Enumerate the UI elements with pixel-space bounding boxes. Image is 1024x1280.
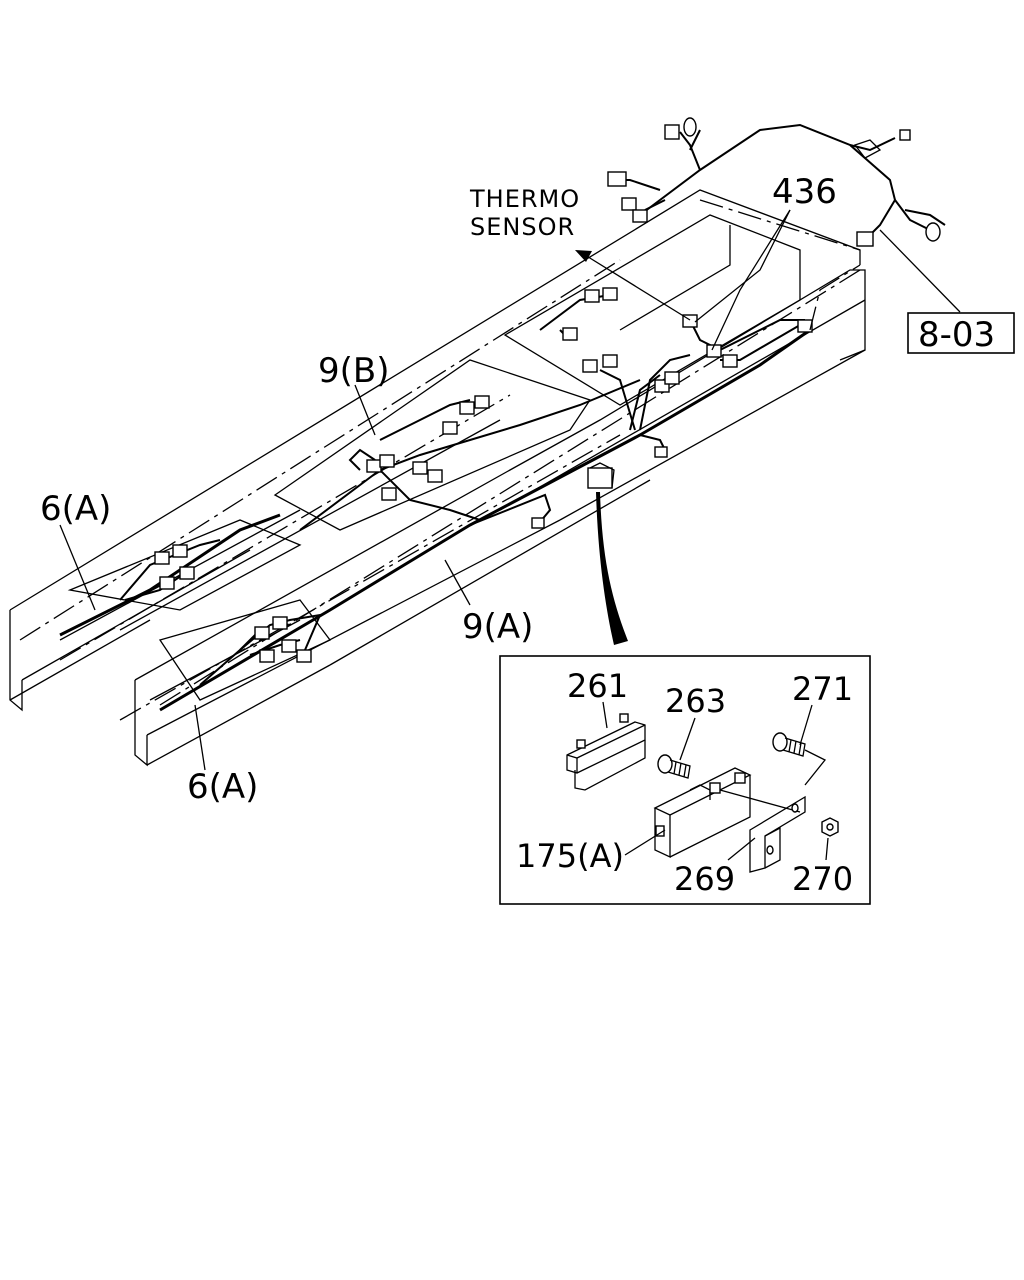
part-269-label: 269: [674, 860, 735, 898]
frame-rails: [9, 189, 866, 767]
ref-8-03-box: [907, 312, 1015, 354]
part-6a-upper-label: 6(A): [40, 489, 111, 529]
part-9a-label: 9(A): [462, 607, 533, 647]
thermo-sensor-label-line2: SENSOR: [470, 213, 575, 241]
part-9b-label: 9(B): [318, 351, 390, 391]
part-271-bolt: [772, 732, 827, 786]
part-263-bolt: [657, 754, 691, 779]
part-261-clip: [566, 713, 646, 791]
part-263-label: 263: [665, 682, 726, 720]
part-270-nut: [821, 817, 839, 861]
harness-9a: [59, 328, 811, 712]
detail-inset: 261 263 271 175(A) 269 270: [499, 655, 871, 905]
callouts: THERMO SENSOR 436 8-03 9(B) 6(A) 9(A) 6(…: [40, 172, 1015, 807]
part-6a-lower-label: 6(A): [187, 767, 258, 807]
harness-top: [607, 117, 946, 247]
part-261-label: 261: [567, 667, 628, 705]
thermo-sensor-label-line1: THERMO: [469, 185, 580, 213]
part-271-label: 271: [792, 670, 853, 708]
ref-8-03-label: 8-03: [918, 315, 995, 355]
part-175a-label: 175(A): [516, 837, 624, 875]
part-436-label: 436: [772, 172, 837, 212]
part-270-label: 270: [792, 860, 853, 898]
detail-pointer: [596, 492, 628, 645]
leader-lines: [59, 209, 961, 771]
part-269-bracket: [749, 795, 806, 873]
harness-9b: [299, 379, 641, 531]
